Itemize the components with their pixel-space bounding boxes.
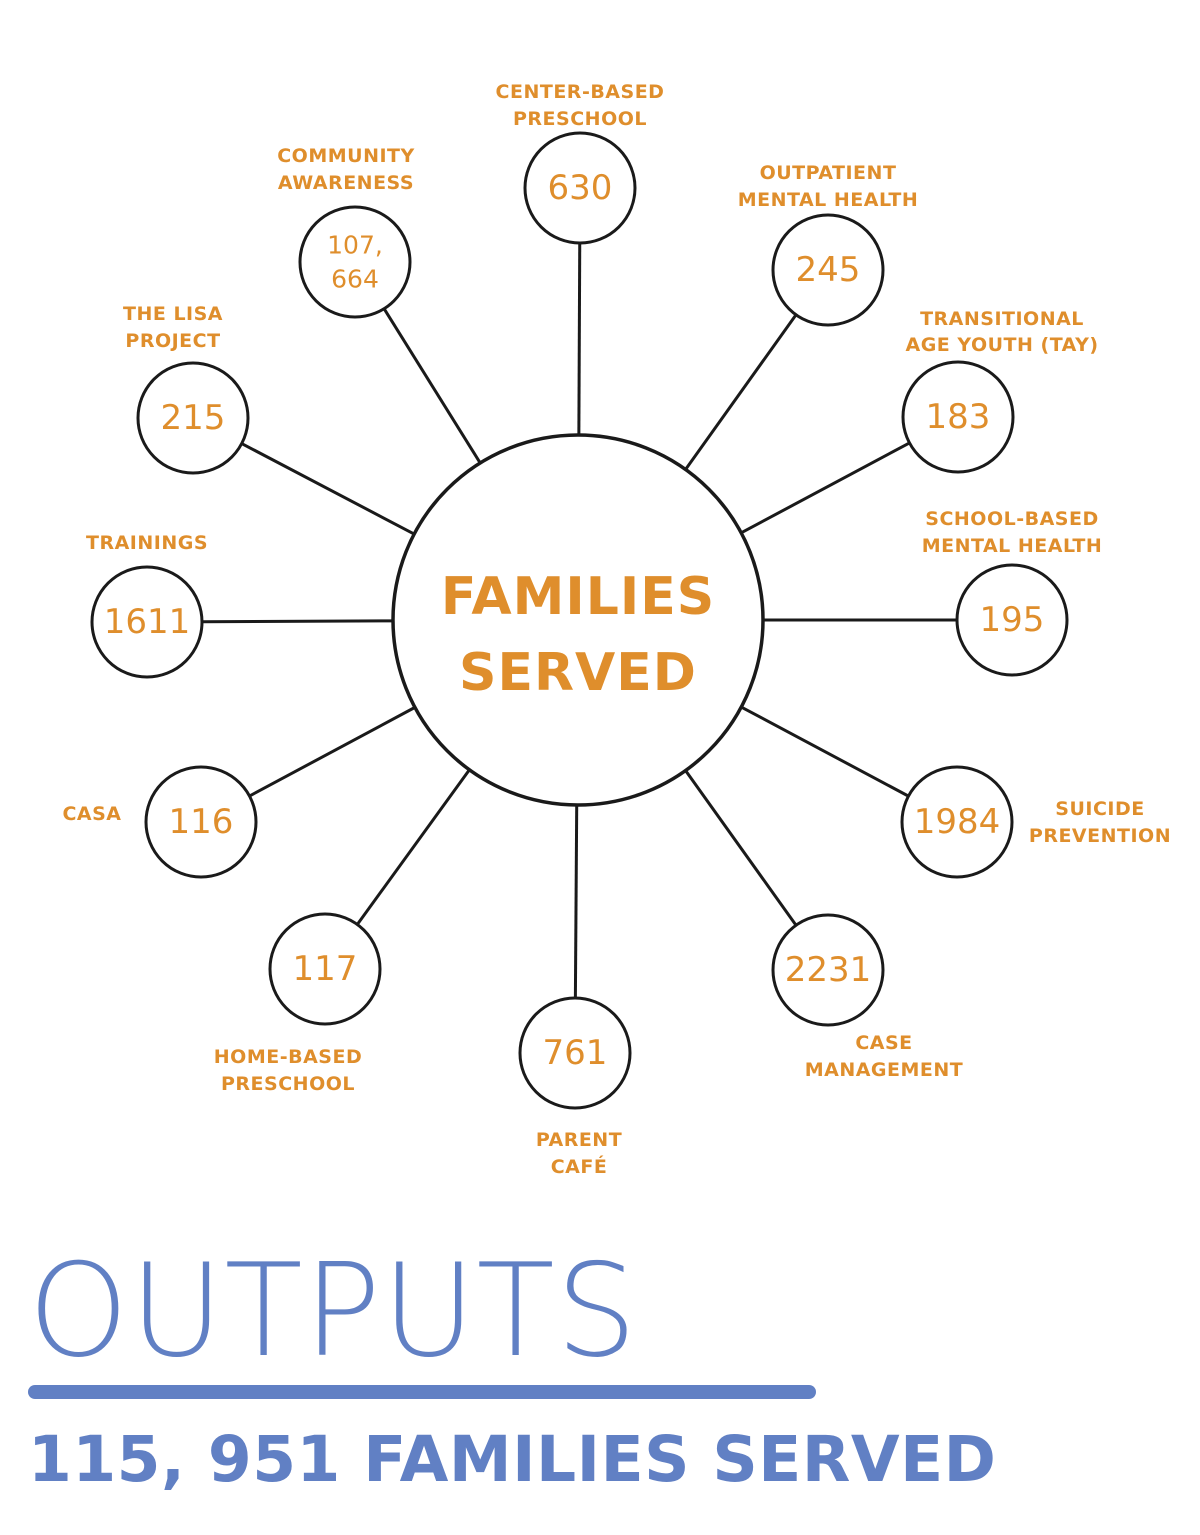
node-value: 117 (293, 949, 358, 989)
node-circle (523, 131, 637, 245)
node-school-based-mental-health: 195 SCHOOL-BASED MENTAL HEALTH (922, 508, 1103, 677)
spoke-home-based-preschool (356, 768, 471, 926)
node-circle (771, 913, 885, 1027)
node-transitional-age-youth: 183 TRANSITIONAL AGE YOUTH (TAY) (901, 308, 1098, 474)
node-label: MENTAL HEALTH (738, 189, 919, 211)
node-value: 664 (331, 265, 379, 294)
spoke-case-management (684, 769, 798, 927)
node-label: PARENT (536, 1129, 622, 1151)
node-circle (136, 361, 250, 475)
hub-circle (391, 433, 765, 807)
node-label: COMMUNITY (277, 145, 415, 167)
hub-line-1: FAMILIES (441, 567, 715, 627)
node-label: CASE (855, 1032, 912, 1054)
program-nodes: 630 CENTER-BASED PRESCHOOL 245 OUTPATIENT MEN… (62, 81, 1171, 1178)
node-label: THE LISA (123, 303, 223, 325)
node-circle (144, 765, 258, 879)
node-value: 116 (169, 802, 234, 842)
node-label: MANAGEMENT (805, 1059, 964, 1081)
node-casa: 116 CASA (62, 765, 258, 879)
node-label: CASA (62, 803, 121, 825)
node-label: CENTER-BASED (496, 81, 665, 103)
spoke-trainings (201, 619, 394, 624)
node-value: 195 (980, 600, 1045, 640)
node-label: PRESCHOOL (221, 1073, 355, 1095)
node-value: 245 (796, 250, 861, 290)
node-value: 2231 (785, 950, 872, 990)
outputs-divider (28, 1385, 816, 1399)
node-label: TRANSITIONAL (920, 308, 1084, 330)
outputs-title: OUTPUTS (28, 1237, 638, 1386)
node-label: SCHOOL-BASED (925, 508, 1098, 530)
node-value: 761 (543, 1033, 608, 1073)
spoke-community-awareness (382, 307, 482, 464)
node-value: 1984 (914, 802, 1001, 842)
node-value: 215 (161, 398, 226, 438)
node-label: SUICIDE (1055, 798, 1144, 820)
spoke-the-lisa-project (241, 442, 415, 536)
node-label: HOME-BASED (214, 1046, 362, 1068)
node-circle (955, 563, 1069, 677)
spoke-transitional-age-youth (740, 441, 911, 535)
node-community-awareness: 107, 664 COMMUNITY AWARENESS (277, 145, 415, 319)
hub-line-2: SERVED (459, 643, 697, 703)
node-suicide-prevention: 1984 SUICIDE PREVENTION (900, 765, 1171, 879)
node-label: MENTAL HEALTH (922, 535, 1103, 557)
node-circle (298, 205, 412, 319)
node-circle (268, 912, 382, 1026)
node-label: TRAININGS (86, 532, 208, 554)
node-center-based-preschool: 630 CENTER-BASED PRESCHOOL (496, 81, 665, 245)
node-label: AGE YOUTH (TAY) (905, 334, 1098, 356)
node-label: CAFÉ (551, 1155, 608, 1178)
node-label: PREVENTION (1029, 825, 1171, 847)
node-value: 1611 (104, 602, 191, 642)
node-circle (518, 996, 632, 1110)
node-value: 630 (548, 168, 613, 208)
node-label: OUTPATIENT (760, 162, 897, 184)
spoke-parent-cafe (573, 804, 579, 999)
node-value: 107, (327, 231, 383, 260)
node-outpatient-mental-health: 245 OUTPATIENT MENTAL HEALTH (738, 162, 919, 327)
spoke-center-based-preschool (577, 242, 582, 436)
node-label: AWARENESS (278, 172, 414, 194)
spoke-suicide-prevention (740, 705, 910, 798)
node-circle (901, 360, 1015, 474)
node-circle (900, 765, 1014, 879)
outputs-total: 115, 951 FAMILIES SERVED (28, 1423, 997, 1496)
node-circle (771, 213, 885, 327)
node-trainings: 1611 TRAININGS (86, 532, 208, 679)
node-the-lisa-project: 215 THE LISA PROJECT (123, 303, 250, 475)
spoke-lines (201, 242, 957, 999)
spoke-outpatient-mental-health (684, 313, 798, 471)
node-label: PRESCHOOL (513, 108, 647, 130)
spoke-casa (248, 706, 416, 798)
node-label: PROJECT (125, 330, 220, 352)
node-circle (90, 565, 204, 679)
node-value: 183 (926, 397, 991, 437)
